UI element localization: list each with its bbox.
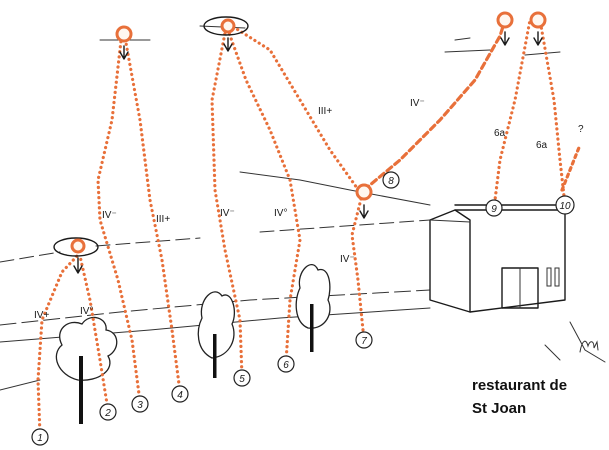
route-number-8: 8 [382,171,400,189]
grade-label-12: ? [578,124,584,135]
svg-text:5: 5 [239,374,245,385]
anchor-ring-icon [496,11,514,46]
route-line-8 [362,18,507,192]
route-line-unknown [560,143,582,192]
grade-label-8: IV⁻ [340,254,355,265]
restaurant-building [429,204,606,363]
svg-text:3: 3 [137,400,143,411]
svg-text:6: 6 [283,360,289,371]
route-numbers: 1 2 3 4 5 6 7 8 [31,171,575,446]
svg-text:1: 1 [37,433,43,444]
route-number-3: 3 [131,395,149,413]
anchors [53,11,547,274]
svg-text:4: 4 [177,390,183,401]
route-number-6: 6 [277,355,295,373]
route-line-7 [230,24,366,342]
artist-signature [579,340,599,353]
grade-label-4: III+ [156,214,170,225]
svg-text:9: 9 [491,204,497,215]
svg-text:2: 2 [104,408,111,419]
route-number-4: 4 [171,385,189,403]
anchor-ring-icon [529,11,547,46]
grade-label-9: IV⁻ [410,98,425,109]
route-number-9: 9 [485,199,503,217]
anchor-ring-icon [203,16,249,52]
route-line-6 [226,28,302,364]
route-number-2: 2 [99,403,117,421]
grade-label-6: IV° [274,208,287,219]
route-line-2 [78,254,110,412]
route-line-4 [122,30,182,394]
svg-text:7: 7 [361,336,367,347]
building-caption-line1: restaurant de [472,377,567,394]
tree-icon [197,291,236,378]
tree-icon [295,264,331,352]
route-line-1 [36,253,80,437]
route-lines [36,18,582,437]
grade-label-1: IV+ [34,310,49,321]
anchor-ring-icon [115,25,133,60]
anchor-ring-icon [355,183,373,219]
route-line-9 [492,18,532,210]
grade-label-11: 6a [536,140,548,151]
route-line-5 [210,26,244,379]
route-line-3 [96,30,142,404]
route-number-7: 7 [355,331,373,349]
route-line-10 [538,18,567,207]
grade-label-5: IV⁻ [220,208,235,219]
svg-text:10: 10 [559,201,571,212]
svg-text:8: 8 [388,176,394,187]
grade-label-10: 6a [494,128,506,139]
grade-labels: IV+ IV° IV⁻ III+ IV⁻ IV° III+ IV⁻ IV⁻ 6a… [34,98,584,321]
grade-label-7: III+ [318,106,332,117]
anchor-ring-icon [53,237,99,274]
grade-label-2: IV° [80,306,93,317]
route-number-10: 10 [555,195,575,215]
grade-label-3: IV⁻ [102,210,117,221]
route-number-5: 5 [233,369,251,387]
building-caption-line2: St Joan [472,400,526,417]
route-number-1: 1 [31,428,49,446]
